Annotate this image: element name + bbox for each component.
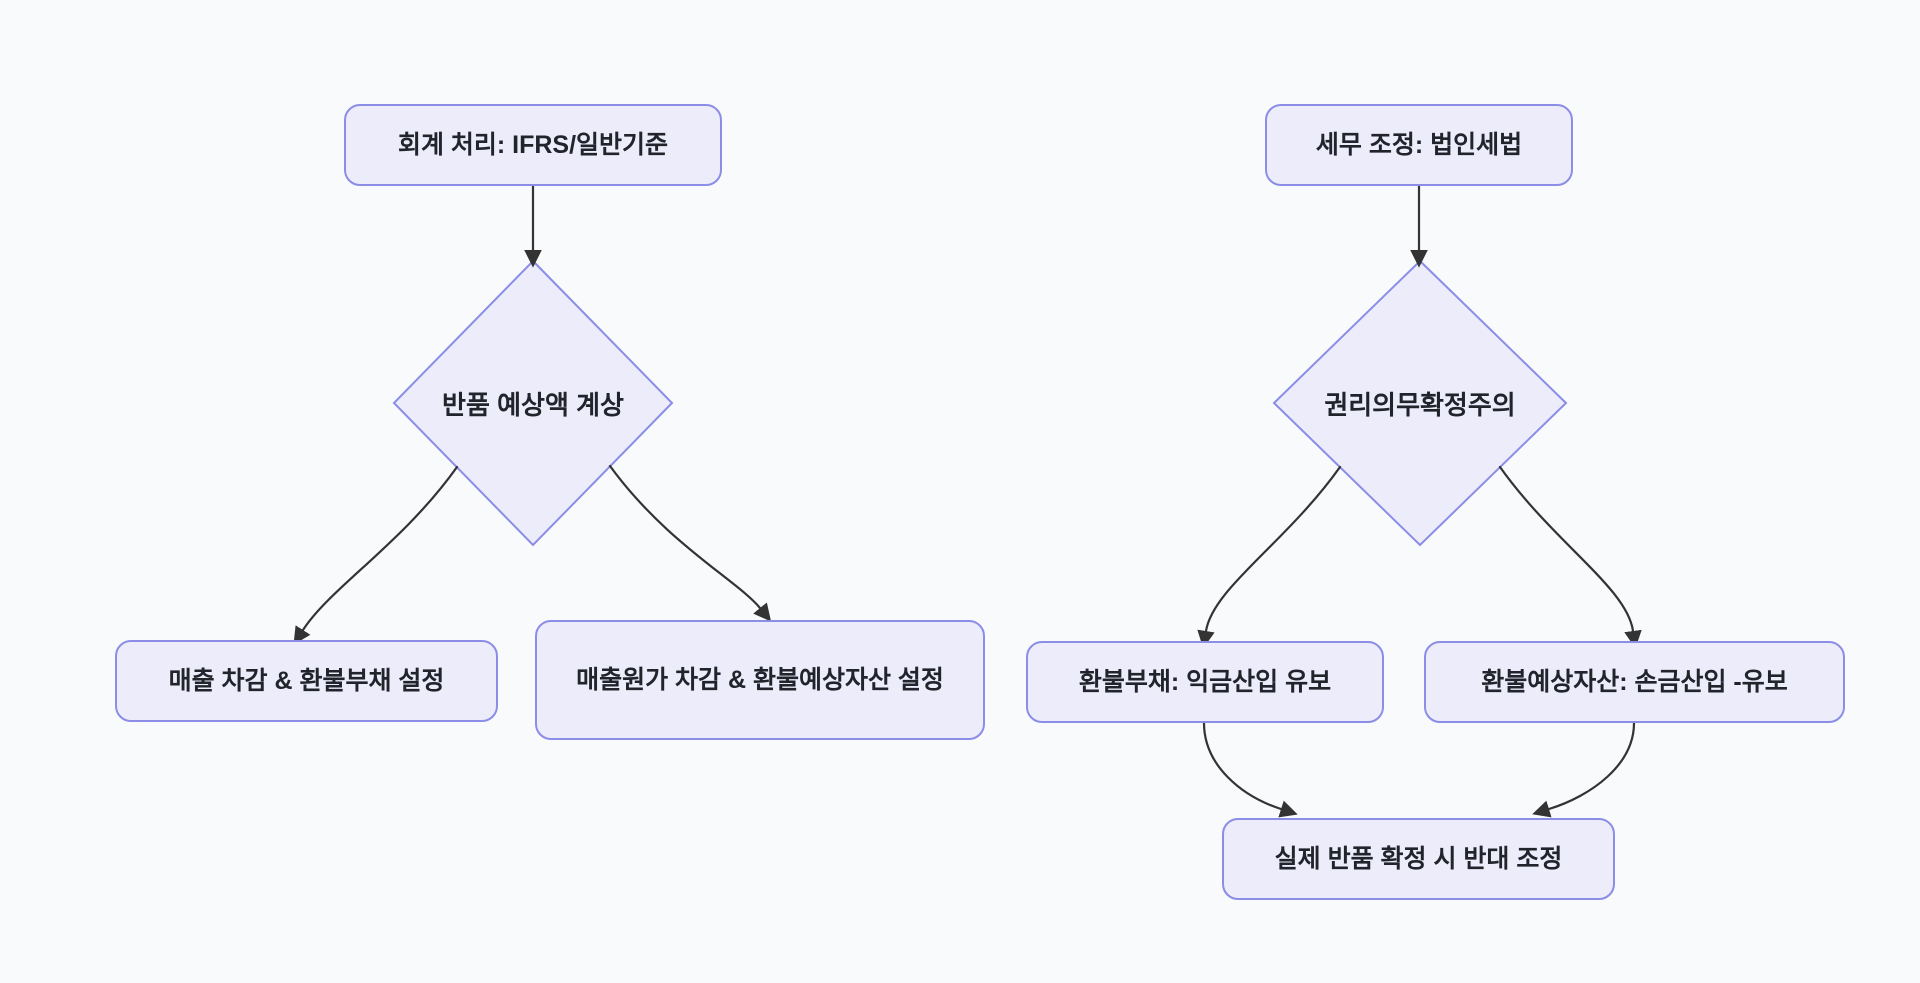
node-cogs-deduction-label: 매출원가 차감 & 환불예상자산 설정 bbox=[576, 665, 944, 694]
tax-decision-diamond-shape bbox=[1272, 259, 1568, 547]
node-refund-liability: 환불부채: 익금산입 유보 bbox=[1026, 641, 1384, 723]
node-cogs-deduction: 매출원가 차감 & 환불예상자산 설정 bbox=[535, 620, 985, 740]
node-accounting-title: 회계 처리: IFRS/일반기준 bbox=[344, 104, 722, 186]
node-reversal-adjustment: 실제 반품 확정 시 반대 조정 bbox=[1222, 818, 1615, 900]
accounting-decision-diamond-shape bbox=[392, 259, 674, 547]
node-accounting-decision: 반품 예상액 계상 bbox=[394, 376, 672, 430]
node-tax-title-label: 세무 조정: 법인세법 bbox=[1315, 130, 1523, 159]
node-revenue-deduction: 매출 차감 & 환불부채 설정 bbox=[115, 640, 498, 722]
node-refund-asset-label: 환불예상자산: 손금산입 -유보 bbox=[1481, 667, 1788, 696]
edge-accounting-decision-to-right-outcome bbox=[608, 464, 772, 622]
edge-refund-liability-to-final bbox=[1202, 721, 1298, 818]
node-revenue-deduction-label: 매출 차감 & 환불부채 설정 bbox=[168, 666, 445, 695]
edge-tax-decision-to-left-outcome bbox=[1197, 465, 1342, 649]
node-tax-decision: 권리의무확정주의 bbox=[1274, 376, 1566, 430]
edge-tax-decision-to-right-outcome bbox=[1498, 465, 1642, 649]
edge-refund-asset-to-final bbox=[1532, 721, 1636, 818]
node-accounting-decision-label: 반품 예상액 계상 bbox=[442, 389, 624, 420]
node-refund-asset: 환불예상자산: 손금산입 -유보 bbox=[1424, 641, 1845, 723]
node-refund-liability-label: 환불부채: 익금산입 유보 bbox=[1078, 667, 1332, 696]
node-reversal-adjustment-label: 실제 반품 확정 시 반대 조정 bbox=[1274, 844, 1563, 873]
node-tax-decision-label: 권리의무확정주의 bbox=[1324, 389, 1516, 420]
node-accounting-title-label: 회계 처리: IFRS/일반기준 bbox=[397, 130, 669, 159]
node-tax-title: 세무 조정: 법인세법 bbox=[1265, 104, 1573, 186]
edge-accounting-decision-to-left-outcome bbox=[293, 465, 459, 645]
